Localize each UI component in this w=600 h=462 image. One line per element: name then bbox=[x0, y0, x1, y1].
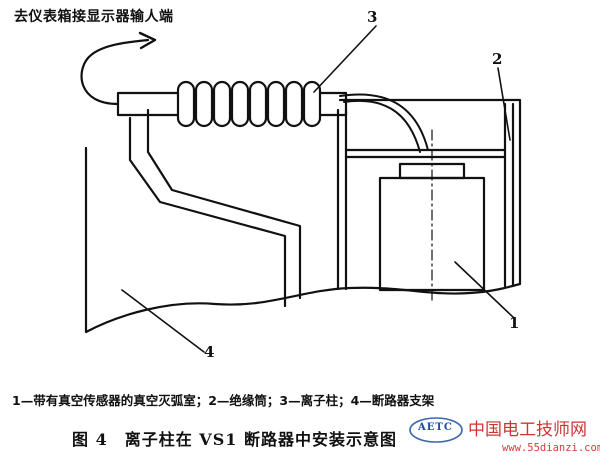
output-arrow-line bbox=[80, 38, 150, 106]
watermark-logo: AETC bbox=[418, 422, 453, 433]
support-arm-inner bbox=[146, 108, 302, 300]
output-destination-caption: 去仪表箱接显示器输人端 bbox=[14, 9, 174, 25]
figure-title: 图 4 离子柱在 VS1 断路器中安装示意图 bbox=[72, 430, 397, 449]
leader-line-1 bbox=[454, 261, 515, 319]
support-arm bbox=[128, 116, 287, 308]
part-number-ion-column: 3 bbox=[367, 8, 378, 26]
watermark-site-name: 中国电工技师网 bbox=[468, 420, 587, 440]
sensor-cable bbox=[343, 99, 421, 153]
parts-legend: 1—带有真空传感器的真空灭弧室；2—绝缘筒；3—离子柱；4—断路器支架 bbox=[12, 393, 435, 408]
sensor-cable bbox=[339, 93, 429, 151]
leader-line-3 bbox=[313, 25, 377, 93]
watermark-logo-ring bbox=[409, 417, 463, 443]
output-arrowhead-icon bbox=[138, 31, 157, 50]
breaker-bracket-outline bbox=[84, 98, 522, 334]
leader-line-4 bbox=[121, 289, 205, 353]
ion-column-sheds bbox=[176, 80, 322, 128]
part-number-insulating-cylinder: 2 bbox=[492, 50, 503, 68]
part-number-breaker-bracket: 4 bbox=[204, 343, 215, 361]
watermark-url: www.55dianzi.com bbox=[502, 442, 600, 454]
leader-line-2 bbox=[497, 67, 511, 141]
part-number-vacuum-interrupter: 1 bbox=[509, 314, 520, 332]
